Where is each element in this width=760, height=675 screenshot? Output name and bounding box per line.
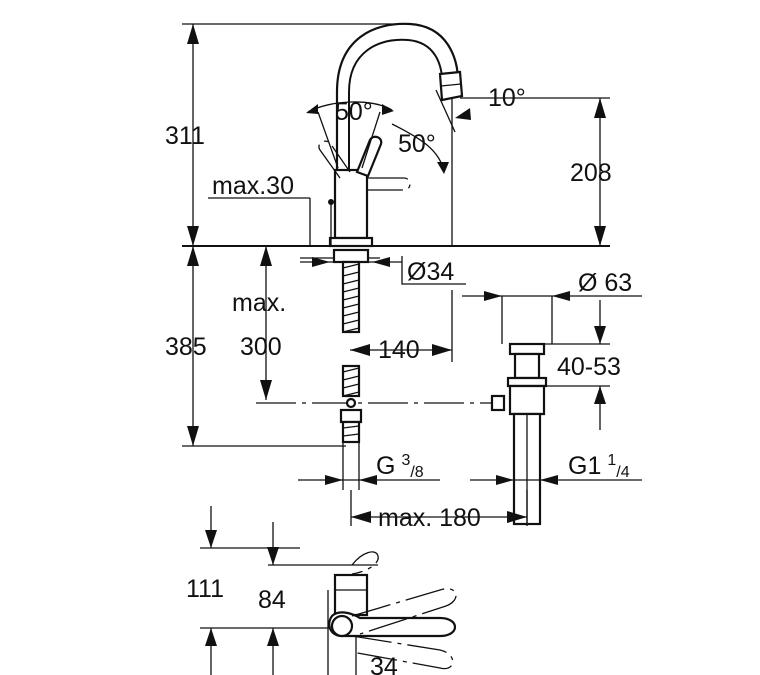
g114-sub: /4	[616, 464, 629, 481]
dia34-arrow	[312, 257, 330, 267]
waste-body-top	[513, 352, 541, 380]
range-40-53-label: 40-53	[557, 353, 621, 381]
dim-84-arrow-top	[267, 547, 279, 565]
dia34-arrow-2	[372, 257, 390, 267]
g38-sup: 3	[401, 452, 410, 469]
top-view-lever-phantom-up	[351, 588, 457, 635]
max30-label: max.30	[212, 172, 294, 200]
dim-385-arrow-bottom	[187, 426, 199, 446]
g114-sup: 1	[607, 452, 616, 469]
max30-dot	[328, 199, 334, 205]
dim-311-arrow-top	[187, 24, 199, 44]
hose-hatch-top	[342, 367, 360, 397]
dim-111-arrow-top	[205, 530, 217, 548]
angle-arrow-right-top	[382, 104, 394, 115]
angle-10-label: 10°	[488, 84, 526, 112]
dim-34-label: 34	[370, 653, 398, 675]
spout-inner	[348, 38, 444, 172]
value-300-label: 300	[240, 333, 282, 361]
top-view-lever-phantom-down	[351, 635, 454, 670]
g38-arrow-right	[359, 475, 377, 485]
max-label: max.	[232, 289, 286, 317]
dim-84-label: 84	[258, 586, 286, 614]
top-view-body	[333, 573, 369, 617]
dim-140-arrow-left	[350, 344, 370, 356]
g38-sub: /8	[410, 464, 423, 481]
faucet-body	[333, 168, 369, 240]
angle-50-right-label: 50°	[398, 130, 436, 158]
g114-arrow-left	[496, 475, 514, 485]
dim-208-arrow-bottom	[594, 226, 606, 246]
spout-aerator	[438, 70, 464, 102]
g114-arrow-right	[540, 475, 558, 485]
dim-208-arrow-top	[594, 98, 606, 118]
angle-50-left-label: 50°	[335, 98, 373, 126]
max180-arrow-left	[351, 511, 371, 523]
waste-body	[508, 384, 546, 416]
max300-arrow-top	[260, 246, 272, 266]
g114-main: G1	[568, 452, 601, 480]
g38-main: G	[376, 452, 395, 480]
mounting-nut	[332, 248, 370, 264]
dim-385-arrow-top	[187, 246, 199, 266]
waste-nut	[506, 376, 548, 388]
range-arrow-top	[594, 326, 606, 344]
hose-fitting	[341, 420, 361, 444]
dim-385-label: 385	[165, 333, 207, 361]
thread-hatch	[342, 263, 360, 333]
dim-140-arrow-right	[432, 344, 452, 356]
popup-rod-clip	[490, 394, 506, 412]
top-view-spout	[351, 551, 379, 575]
hose-connector	[339, 408, 363, 424]
top-view-lever-pivot	[330, 614, 354, 638]
faucet-base	[328, 236, 374, 248]
max180-arrow-right	[507, 511, 527, 523]
lever-phantom-right	[368, 177, 411, 191]
dia34-label: Ø34	[407, 258, 454, 286]
angle-arrow-right	[437, 162, 449, 174]
dia34-box	[401, 256, 466, 285]
dim-111-arrow-bottom	[205, 628, 217, 646]
range-arrow-bottom	[594, 386, 606, 404]
dim-84-arrow-bottom	[267, 628, 279, 646]
waste-flange	[508, 342, 546, 356]
dim-208-label: 208	[570, 159, 612, 187]
dim-111-label: 111	[186, 575, 224, 603]
angle-arrow-left	[306, 104, 318, 114]
angle10-arrow	[455, 108, 471, 120]
dim-140-label: 140	[378, 336, 420, 364]
max180-label: max. 180	[378, 504, 481, 532]
aerator-line	[440, 83, 462, 87]
dim-311-label: 311	[165, 122, 205, 150]
angle-leader-right	[361, 111, 381, 169]
dia63-arrow-left	[484, 291, 502, 301]
angle-leader-left	[317, 111, 339, 169]
g114-label: G1 1/4	[568, 452, 630, 481]
popup-rod-pivot	[345, 397, 357, 409]
dia63-label: Ø 63	[578, 269, 632, 297]
hose-segment-top	[341, 364, 361, 398]
g38-arrow-left	[325, 475, 343, 485]
lever-phantom-left	[318, 140, 351, 179]
max300-arrow-bottom	[260, 380, 272, 400]
dim-311-arrow-bottom	[187, 226, 199, 246]
dia63-arrow-right	[552, 291, 570, 301]
hose-fitting-hatch	[342, 425, 360, 437]
